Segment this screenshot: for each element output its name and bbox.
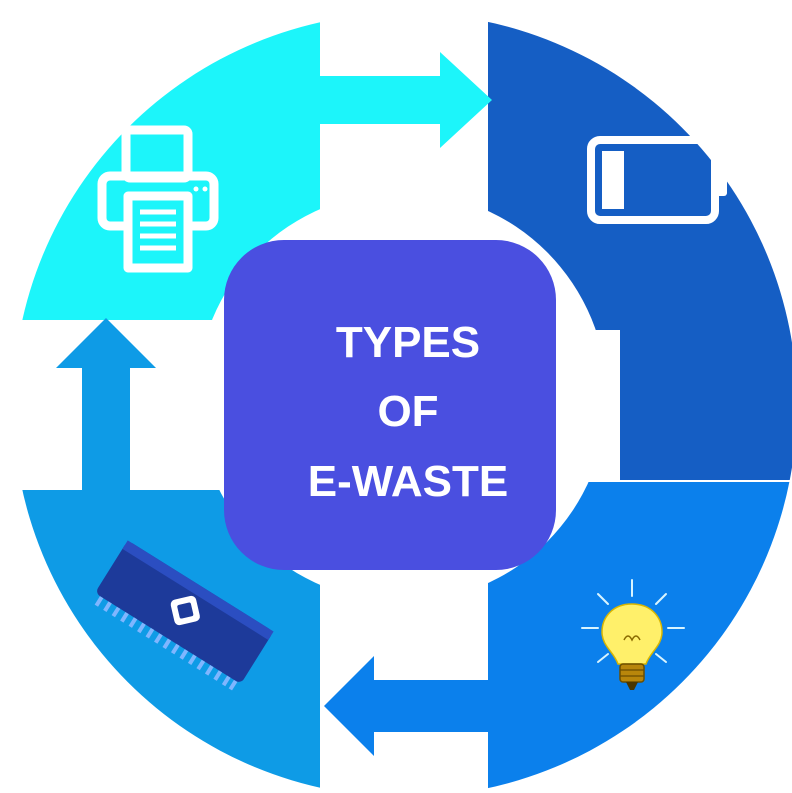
- center-title-line3: E-WASTE: [308, 457, 508, 506]
- center-title-line2: OF: [377, 387, 438, 436]
- arrow-down-icon: [656, 300, 756, 480]
- arrow-left-icon: [324, 656, 488, 756]
- center-title-line1: TYPES: [336, 318, 480, 367]
- center-box: [224, 240, 556, 570]
- battery-icon: [587, 136, 727, 224]
- arrow-up-icon: [56, 318, 156, 490]
- arrow-right-icon: [320, 52, 492, 148]
- printer-icon: [97, 125, 219, 273]
- microchip-icon: [94, 540, 274, 691]
- light-bulb-icon: [581, 579, 685, 690]
